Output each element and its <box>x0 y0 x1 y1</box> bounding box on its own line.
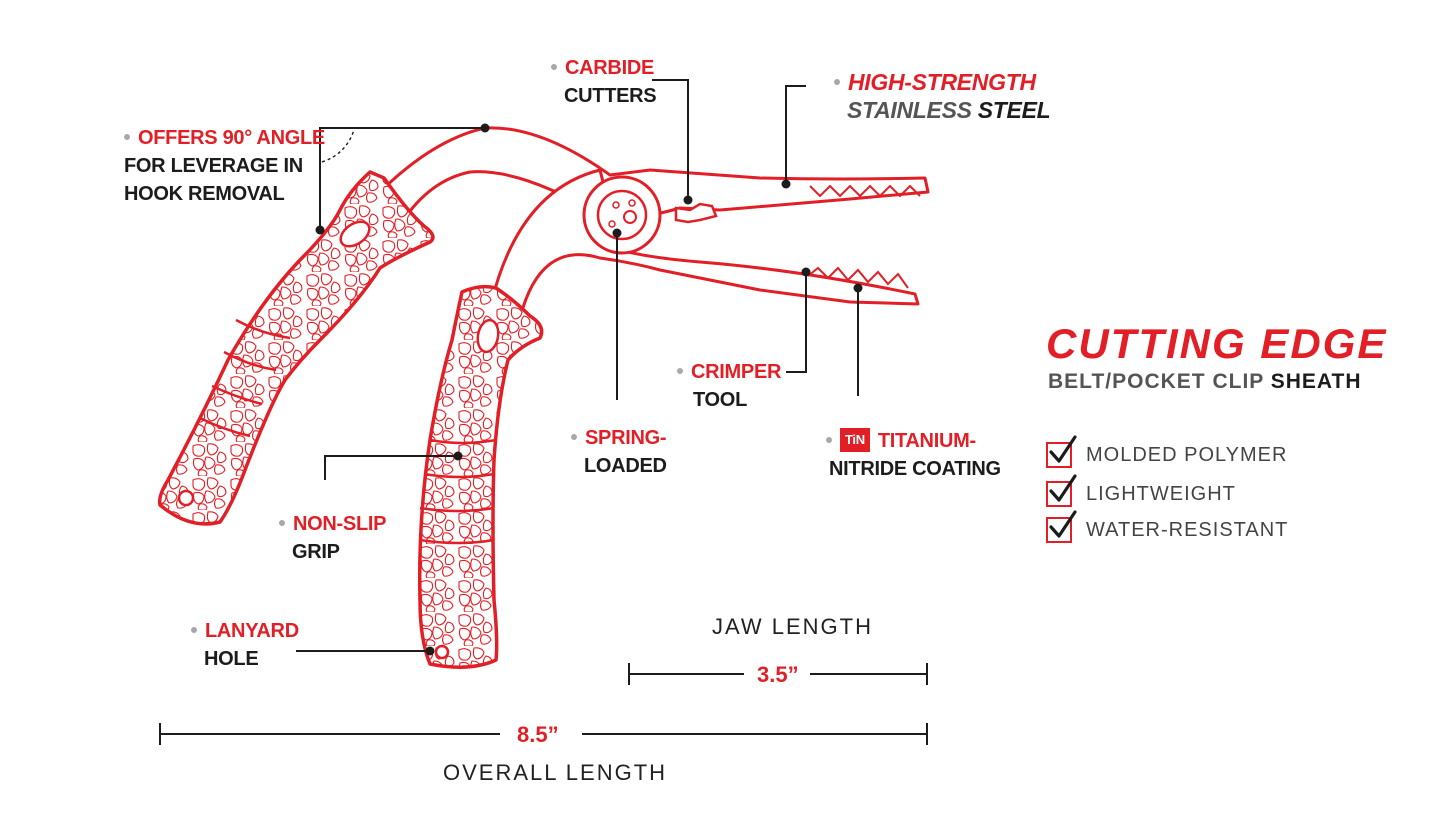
overall-length-value: 8.5” <box>517 722 559 747</box>
bullet-icon <box>571 433 577 440</box>
bullet-icon <box>191 626 197 633</box>
crimper-red: Crimper <box>691 361 782 383</box>
sheath-title: CUTTING EDGE <box>1046 320 1388 367</box>
angle-line-1: For Leverage In <box>124 155 303 177</box>
bullet-icon <box>834 78 840 85</box>
feature-item: LIGHTWEIGHT <box>1046 474 1236 509</box>
jaw-dimension-line <box>628 663 928 685</box>
bullet-icon <box>677 367 683 374</box>
steel-red: High-Strength <box>848 69 1036 95</box>
grip-line-1: Grip <box>292 541 340 563</box>
leader-lines <box>296 79 859 652</box>
callout-steel: High-Strength Stainless Steel <box>834 68 1051 124</box>
checkbox-icon <box>1046 510 1077 543</box>
feature-item: WATER-RESISTANT <box>1046 510 1289 545</box>
spring-red: Spring- <box>585 427 667 449</box>
carbide-line-1: Cutters <box>564 85 657 107</box>
lanyard-hole-right <box>434 644 450 660</box>
cutter-notch <box>674 202 718 224</box>
bullet-icon <box>551 63 557 70</box>
steel-gray: Stainless <box>847 97 972 123</box>
callout-crimper: Crimper Tool <box>677 358 781 414</box>
tin-badge: TiN <box>840 427 870 452</box>
callout-grip: Non-Slip Grip <box>279 510 386 566</box>
jaw-length-title: JAW LENGTH <box>712 614 873 639</box>
crimper-line-1: Tool <box>693 389 747 411</box>
angle-line-2: Hook Removal <box>124 183 285 205</box>
feature-label: LIGHTWEIGHT <box>1086 482 1236 505</box>
bullet-icon <box>279 519 285 526</box>
pivot-inner <box>596 189 648 241</box>
left-handle-grip <box>157 170 435 526</box>
callout-angle: Offers 90° Angle For Leverage In Hook Re… <box>124 124 325 208</box>
leader-dots <box>315 123 863 656</box>
steel-black: Steel <box>977 97 1051 123</box>
feature-label: MOLDED POLYMER <box>1086 443 1288 466</box>
angle-red: Offers 90° Angle <box>138 127 325 149</box>
feature-label: WATER-RESISTANT <box>1086 518 1289 541</box>
feature-item: MOLDED POLYMER <box>1046 435 1288 470</box>
jaw-length-value: 3.5” <box>757 662 799 687</box>
checkbox-icon <box>1046 435 1077 468</box>
callout-lanyard: Lanyard Hole <box>191 617 299 673</box>
bullet-icon <box>124 133 130 140</box>
lanyard-hole-left <box>177 489 195 507</box>
overall-dimension-line <box>159 723 928 745</box>
callout-titanium: TiN Titanium- Nitride Coating <box>826 427 1001 483</box>
lanyard-red: Lanyard <box>205 620 299 642</box>
titanium-line-1: Nitride Coating <box>829 458 1001 480</box>
grip-red: Non-Slip <box>293 513 387 535</box>
callout-carbide: Carbide Cutters <box>551 54 657 110</box>
upper-jaw-teeth <box>809 184 921 198</box>
spring-line-1: Loaded <box>584 455 667 477</box>
sheath-subtitle-gray: BELT/POCKET CLIP <box>1048 370 1264 393</box>
callout-spring: Spring- Loaded <box>571 424 667 480</box>
bullet-icon <box>826 436 832 443</box>
lanyard-line-1: Hole <box>204 648 259 670</box>
titanium-red: Titanium- <box>877 430 976 452</box>
overall-length-title: OVERALL LENGTH <box>443 760 668 785</box>
carbide-red: Carbide <box>565 57 655 79</box>
sheath-subtitle-black: SHEATH <box>1270 370 1362 393</box>
lower-jaw-teeth <box>807 266 909 289</box>
checkbox-icon <box>1046 474 1077 507</box>
sheath-subtitle: BELT/POCKET CLIP SHEATH <box>1048 370 1362 394</box>
